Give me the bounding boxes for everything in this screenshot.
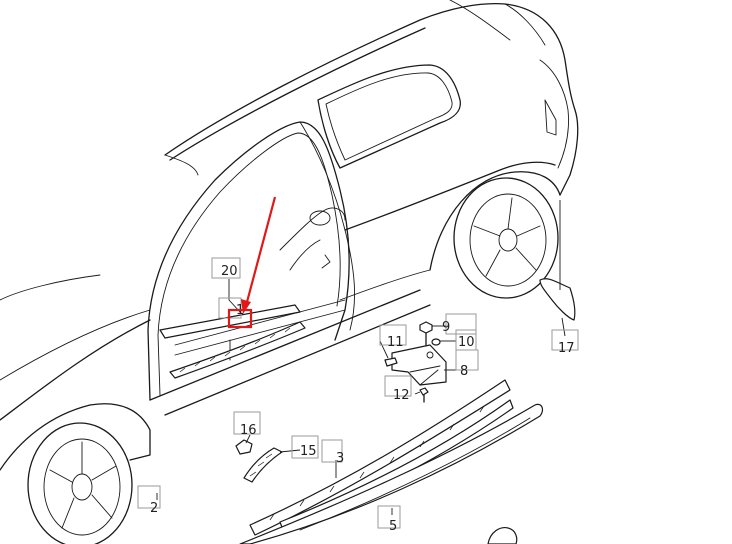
callout-2: 2 (137, 485, 161, 516)
callout-15: 15 (291, 435, 319, 459)
mud-flap-part (539, 278, 576, 321)
bolt-9 (419, 321, 433, 346)
clip-16 (235, 439, 253, 455)
callout-17: 17 (551, 329, 579, 356)
clip-10 (431, 338, 441, 346)
callout-10: 10 (455, 329, 477, 351)
callout-8: 8 (455, 349, 479, 379)
callout-label: 11 (387, 335, 404, 350)
callout-label: 10 (458, 335, 475, 350)
highlight-annotation (227, 196, 277, 329)
callout-20: 20 (211, 257, 241, 279)
trim-15 (243, 447, 283, 483)
bracket-part (391, 344, 447, 386)
wheel-bottom-part (487, 527, 518, 544)
callout-5: 5 (377, 505, 401, 534)
leader-lines (156, 200, 566, 515)
screw-11 (384, 357, 398, 367)
callout-9: 9 (442, 313, 477, 335)
callout-label: 9 (442, 320, 450, 335)
callout-label: 17 (558, 341, 575, 356)
callout-11: 11 (379, 324, 407, 350)
callout-label: 2 (150, 501, 158, 516)
callout-1: 1 (218, 297, 244, 319)
callout-label: 3 (336, 451, 344, 466)
callout-label: 16 (240, 423, 257, 438)
callout-label: 12 (393, 388, 410, 403)
callout-label: 15 (300, 444, 317, 459)
rocker-panel-part (249, 379, 514, 536)
callout-3: 3 (321, 439, 344, 466)
callout-label: 5 (389, 519, 397, 534)
screw-12 (419, 387, 429, 403)
callout-label: 8 (460, 364, 468, 379)
sill-cover-part (239, 403, 544, 544)
callout-label: 20 (221, 264, 238, 279)
callout-16: 16 (233, 411, 261, 438)
callout-12: 12 (384, 375, 412, 403)
car-body-outline (0, 0, 579, 544)
